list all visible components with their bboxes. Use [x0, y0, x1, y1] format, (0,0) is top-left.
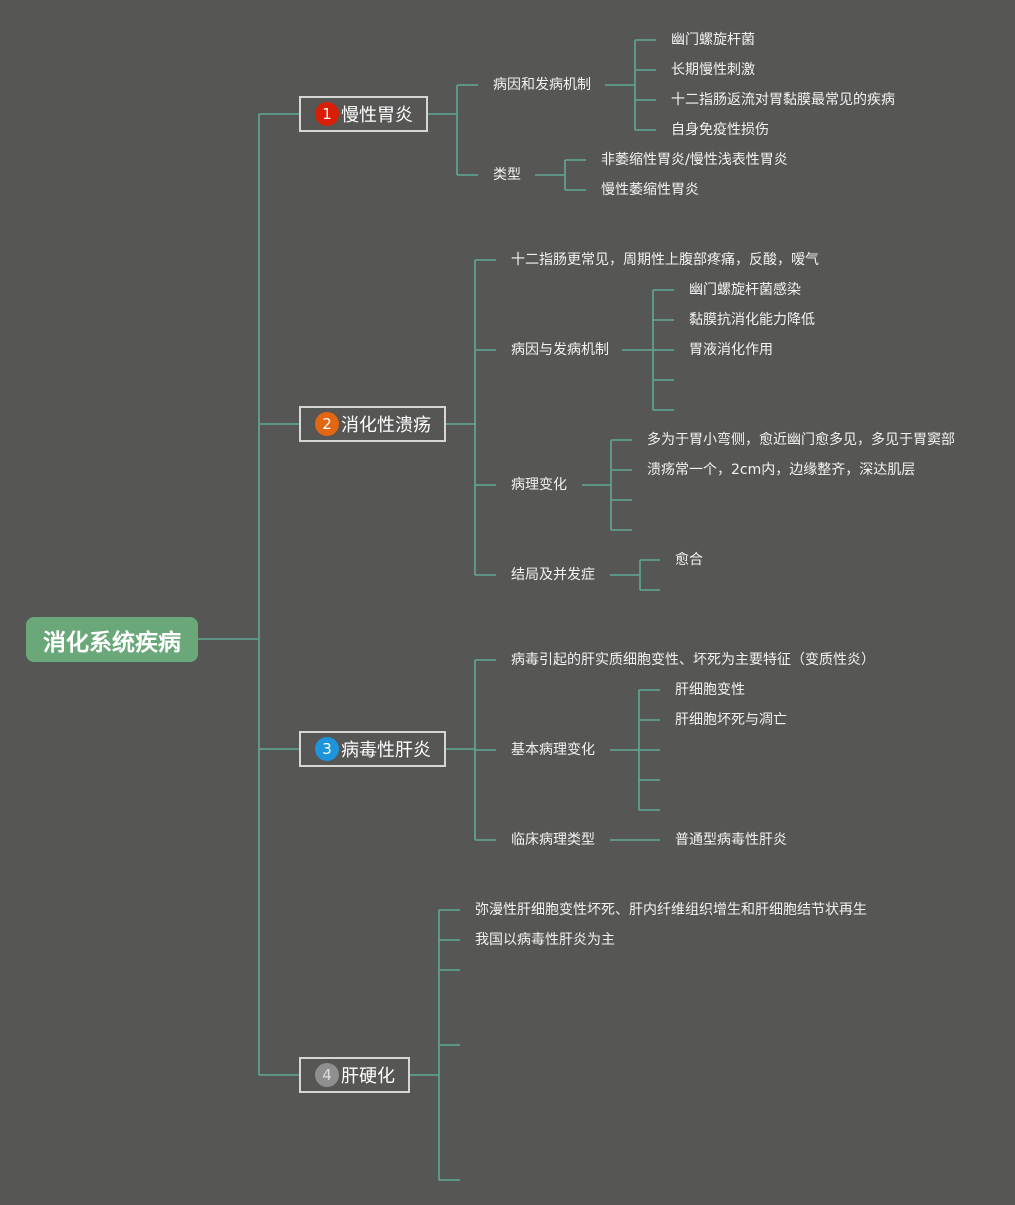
subtopic-etiology[interactable]: 病因和发病机制	[493, 77, 591, 93]
subtopic-clinical[interactable]: 临床病理类型	[511, 832, 595, 848]
leaf-item[interactable]: 慢性萎缩性胃炎	[601, 182, 699, 198]
leaf-item[interactable]: 肝细胞坏死与凋亡	[675, 712, 787, 728]
number-badge-1: 1	[315, 102, 339, 126]
leaf-item[interactable]: 我国以病毒性肝炎为主	[475, 932, 615, 948]
subtopic-note[interactable]: 病毒引起的肝实质细胞变性、坏死为主要特征（变质性炎）	[511, 652, 875, 668]
leaf-item[interactable]: 幽门螺旋杆菌	[671, 32, 755, 48]
topic-label: 消化性溃疡	[341, 415, 431, 436]
leaf-item[interactable]: 胃液消化作用	[689, 342, 773, 358]
number-badge-4: 4	[315, 1063, 339, 1087]
root-node[interactable]: 消化系统疾病	[26, 617, 198, 662]
leaf-item[interactable]: 普通型病毒性肝炎	[675, 832, 787, 848]
subtopic-etiology[interactable]: 病因与发病机制	[511, 342, 609, 358]
leaf-item[interactable]: 幽门螺旋杆菌感染	[689, 282, 801, 298]
topic-label: 病毒性肝炎	[341, 740, 431, 761]
number-badge-2: 2	[315, 412, 339, 436]
leaf-item[interactable]: 溃疡常一个，2cm内，边缘整齐，深达肌层	[647, 462, 916, 478]
topic-node-chronic-gastritis[interactable]: 1 慢性胃炎	[299, 96, 428, 132]
leaf-item[interactable]: 长期慢性刺激	[671, 62, 755, 78]
subtopic-types[interactable]: 类型	[493, 167, 521, 183]
number-badge-3: 3	[315, 737, 339, 761]
topic-node-cirrhosis[interactable]: 4 肝硬化	[299, 1057, 410, 1093]
topic-node-viral-hepatitis[interactable]: 3 病毒性肝炎	[299, 731, 446, 767]
leaf-item[interactable]: 十二指肠返流对胃黏膜最常见的疾病	[671, 92, 895, 108]
leaf-item[interactable]: 弥漫性肝细胞变性坏死、肝内纤维组织增生和肝细胞结节状再生	[475, 902, 867, 918]
subtopic-pathology[interactable]: 基本病理变化	[511, 742, 595, 758]
leaf-item[interactable]: 自身免疫性损伤	[671, 122, 769, 138]
leaf-item[interactable]: 非萎缩性胃炎/慢性浅表性胃炎	[601, 152, 788, 168]
subtopic-pathology[interactable]: 病理变化	[511, 477, 567, 493]
topic-label: 慢性胃炎	[341, 105, 413, 126]
subtopic-note[interactable]: 十二指肠更常见，周期性上腹部疼痛，反酸，嗳气	[511, 252, 819, 268]
leaf-item[interactable]: 黏膜抗消化能力降低	[689, 312, 815, 328]
topic-label: 肝硬化	[341, 1066, 395, 1087]
topic-node-peptic-ulcer[interactable]: 2 消化性溃疡	[299, 406, 446, 442]
leaf-item[interactable]: 肝细胞变性	[675, 682, 745, 698]
leaf-item[interactable]: 愈合	[675, 552, 703, 568]
leaf-item[interactable]: 多为于胃小弯侧，愈近幽门愈多见，多见于胃窦部	[647, 432, 955, 448]
subtopic-outcome[interactable]: 结局及并发症	[511, 567, 595, 583]
